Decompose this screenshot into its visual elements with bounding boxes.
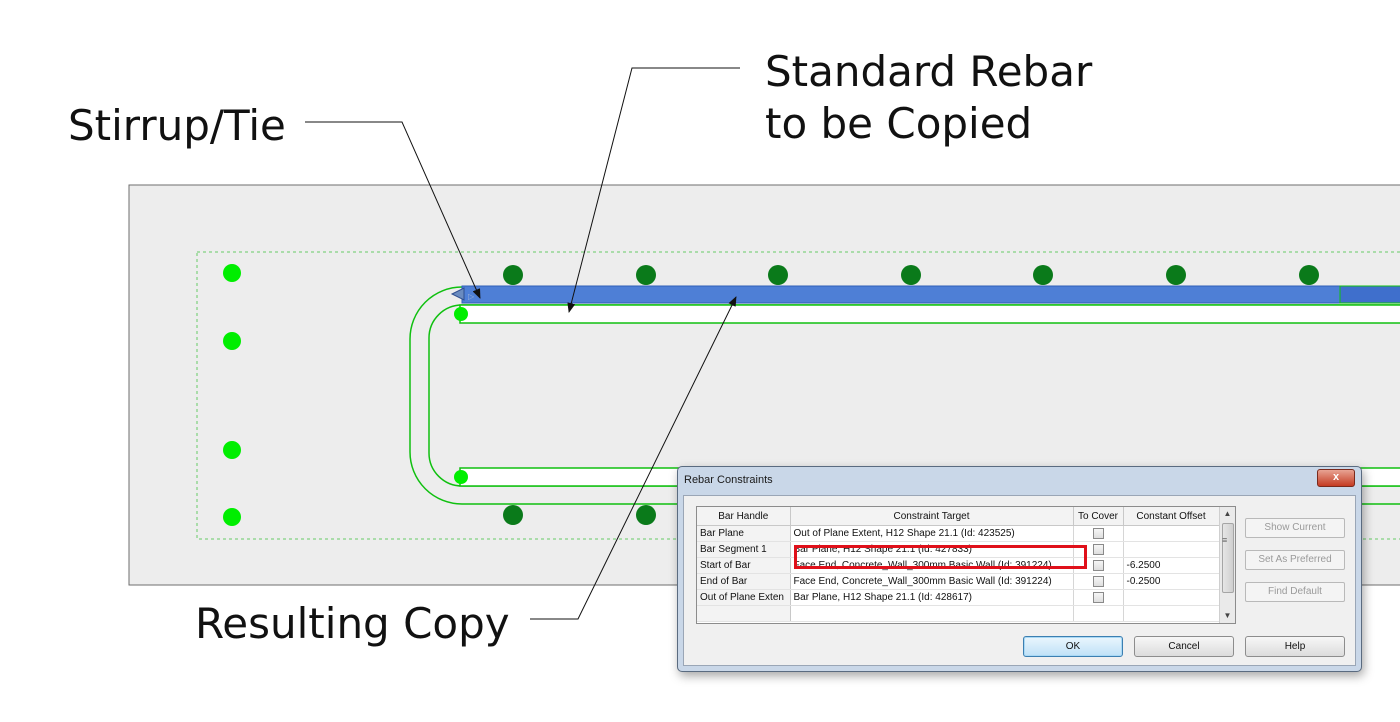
bar-start-handle-icon[interactable] [450, 287, 465, 301]
to-cover-cell [1073, 573, 1124, 590]
table-row-empty [697, 605, 1220, 622]
leader-standard-rebar [567, 67, 740, 313]
standard-rebar-selected[interactable] [461, 285, 1400, 304]
label-standard-rebar-line1: Standard Rebar [765, 47, 1093, 96]
rebar-dark [1033, 265, 1053, 285]
constraint-target-cell[interactable]: Bar Plane, H12 Shape 21.1 (Id: 428617) [790, 589, 1074, 606]
rebar-bright [223, 441, 241, 459]
constant-offset-cell[interactable]: -6.2500 [1123, 557, 1220, 574]
scroll-grip-icon: ≡ [1222, 535, 1228, 545]
to-cover-cell [1073, 589, 1124, 606]
rebar-dark [768, 265, 788, 285]
table-row[interactable]: End of Bar Face End, Concrete_Wall_300mm… [697, 573, 1220, 590]
rebar-end-bright [454, 307, 468, 321]
ok-button[interactable]: OK [1023, 636, 1123, 657]
label-stirrup-tie: Stirrup/Tie [68, 101, 286, 150]
table-row[interactable]: Start of Bar Face End, Concrete_Wall_300… [697, 557, 1220, 574]
column-header-bar-handle: Bar Handle [697, 507, 791, 526]
bar-handle-cell [697, 605, 791, 622]
scroll-down-icon[interactable]: ▼ [1223, 611, 1232, 620]
rebar-dark [636, 265, 656, 285]
constant-offset-cell[interactable] [1123, 589, 1220, 606]
constraint-target-cell[interactable]: Face End, Concrete_Wall_300mm Basic Wall… [790, 573, 1074, 590]
bar-handle-cell: Bar Segment 1 [697, 541, 791, 558]
rebar-constraints-dialog: Rebar Constraints x Bar Handle Constrain… [677, 466, 1362, 672]
scroll-thumb[interactable] [1222, 523, 1234, 593]
standard-rebar-end [1339, 285, 1400, 304]
to-cover-checkbox[interactable] [1092, 527, 1104, 539]
constraint-target-cell [790, 605, 1074, 622]
rebar-bright [223, 264, 241, 282]
to-cover-cell [1073, 541, 1124, 558]
find-default-button[interactable]: Find Default [1245, 582, 1345, 602]
set-as-preferred-button[interactable]: Set As Preferred [1245, 550, 1345, 570]
bar-handle-cell: Bar Plane [697, 525, 791, 542]
leader-resulting-copy [530, 296, 737, 620]
to-cover-checkbox[interactable] [1092, 591, 1104, 603]
cancel-button[interactable]: Cancel [1134, 636, 1234, 657]
leader-stirrup [305, 121, 481, 299]
rebar-dark [1299, 265, 1319, 285]
rebar-dark [901, 265, 921, 285]
constraint-target-cell[interactable]: Out of Plane Extent, H12 Shape 21.1 (Id:… [790, 525, 1074, 542]
bar-handle-cell: Out of Plane Exten [697, 589, 791, 606]
constraint-target-cell[interactable]: Bar Plane, H12 Shape 21.1 (Id: 427833) [790, 541, 1074, 558]
close-icon: x [1332, 471, 1340, 483]
svg-text:▷: ▷ [468, 292, 475, 301]
bar-handle-cell: End of Bar [697, 573, 791, 590]
show-current-button[interactable]: Show Current [1245, 518, 1345, 538]
to-cover-checkbox[interactable] [1092, 575, 1104, 587]
bar-handle-cell: Start of Bar [697, 557, 791, 574]
constraints-grid: Bar Handle Constraint Target To Cover Co… [696, 506, 1236, 624]
rebar-dark [503, 265, 523, 285]
rebar-bright [223, 508, 241, 526]
to-cover-cell [1073, 557, 1124, 574]
label-resulting-copy: Resulting Copy [195, 599, 510, 648]
constant-offset-cell [1123, 605, 1220, 622]
scroll-up-icon[interactable]: ▲ [1223, 509, 1232, 518]
rebar-bright [223, 332, 241, 350]
table-row[interactable]: Bar Plane Out of Plane Extent, H12 Shape… [697, 525, 1220, 542]
label-standard-rebar: Standard Rebar to be Copied [765, 46, 1092, 150]
label-standard-rebar-line2: to be Copied [765, 99, 1033, 148]
rebar-dark [636, 505, 656, 525]
to-cover-cell [1073, 525, 1124, 542]
dialog-title: Rebar Constraints [684, 474, 773, 486]
vertical-scrollbar[interactable]: ▲ ≡ ▼ [1219, 507, 1235, 623]
table-row[interactable]: Bar Segment 1 Bar Plane, H12 Shape 21.1 … [697, 541, 1220, 558]
to-cover-cell [1073, 605, 1124, 622]
resulting-copy-bar [459, 304, 1400, 324]
dialog-body: Bar Handle Constraint Target To Cover Co… [683, 495, 1356, 666]
constant-offset-cell[interactable] [1123, 541, 1220, 558]
column-header-constraint-target: Constraint Target [790, 507, 1074, 526]
constant-offset-cell[interactable]: -0.2500 [1123, 573, 1220, 590]
column-header-to-cover: To Cover [1073, 507, 1124, 526]
to-cover-checkbox[interactable] [1092, 559, 1104, 571]
rebar-dark [503, 505, 523, 525]
to-cover-checkbox[interactable] [1092, 543, 1104, 555]
help-button[interactable]: Help [1245, 636, 1345, 657]
stirrup-tie-outer [409, 286, 1400, 505]
close-button[interactable]: x [1317, 469, 1355, 487]
rebar-dark [1166, 265, 1186, 285]
dialog-titlebar[interactable]: Rebar Constraints x [678, 467, 1361, 493]
stirrup-tie-inner [428, 304, 1400, 487]
constraint-target-cell[interactable]: Face End, Concrete_Wall_300mm Basic Wall… [790, 557, 1074, 574]
rebar-end-bright [454, 470, 468, 484]
column-header-constant-offset: Constant Offset [1123, 507, 1220, 526]
table-header-row: Bar Handle Constraint Target To Cover Co… [697, 507, 1220, 526]
constraints-table: Bar Handle Constraint Target To Cover Co… [697, 507, 1220, 622]
table-row[interactable]: Out of Plane Exten Bar Plane, H12 Shape … [697, 589, 1220, 606]
constant-offset-cell[interactable] [1123, 525, 1220, 542]
